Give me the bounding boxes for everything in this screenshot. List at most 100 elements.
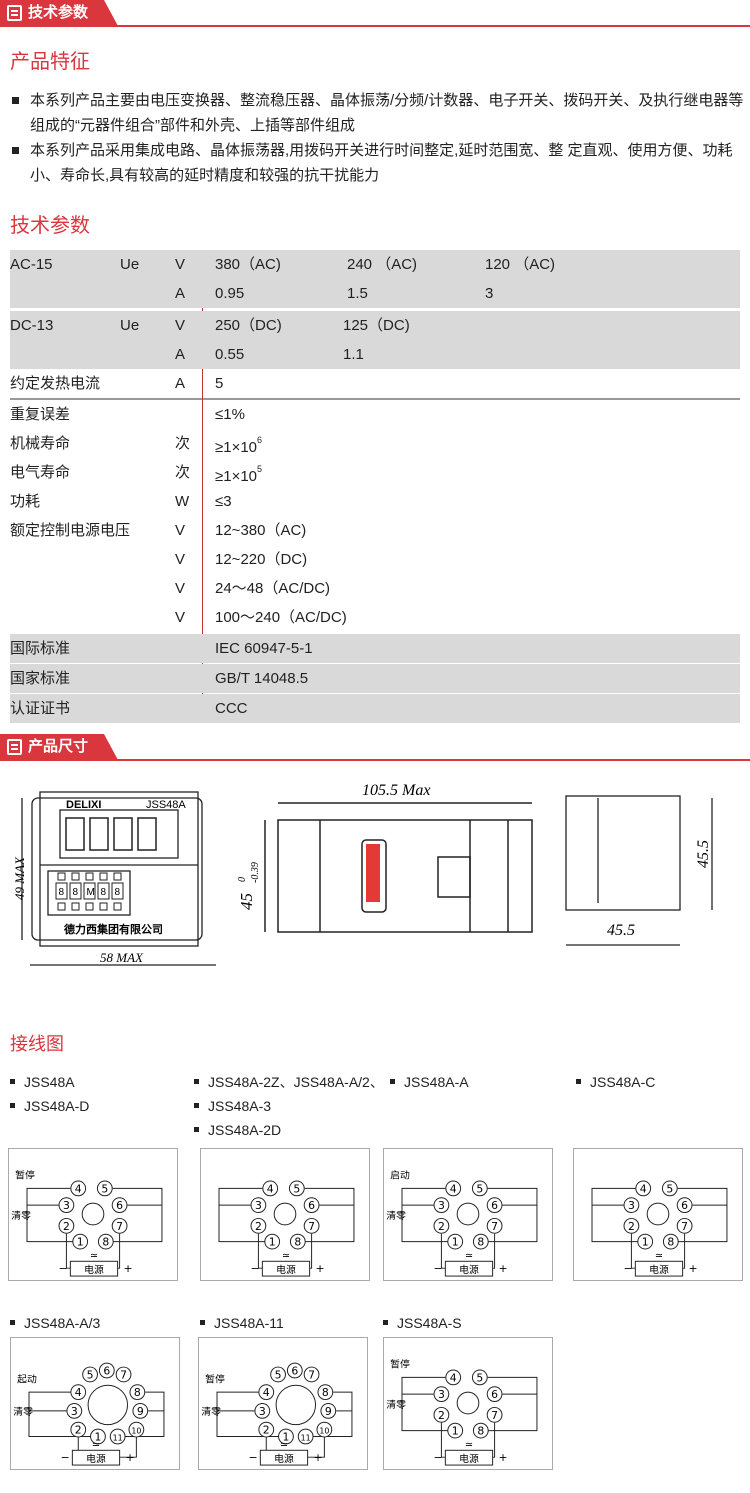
pin-4 <box>70 1180 87 1197</box>
svg-text:3: 3 <box>438 1199 445 1212</box>
model-item: JSS48A-A <box>390 1070 469 1094</box>
svg-text:≃: ≃ <box>90 1250 98 1261</box>
svg-text:≃: ≃ <box>655 1250 663 1261</box>
feature-bullet: 本系列产品采用集成电路、晶体振荡器,用拨码开关进行时间整定,延时范围宽、整 定直… <box>10 138 745 188</box>
svg-text:8: 8 <box>477 1425 484 1438</box>
svg-text:7: 7 <box>681 1220 688 1233</box>
svg-text:8: 8 <box>477 1236 484 1249</box>
square-height-dimension: 45.5 <box>695 840 712 868</box>
svg-text:5: 5 <box>293 1182 300 1195</box>
svg-text:+: + <box>126 1451 135 1464</box>
key-socket <box>87 1384 128 1426</box>
svg-text:2: 2 <box>75 1424 82 1437</box>
document-icon <box>7 5 22 21</box>
dial-digit <box>69 882 82 900</box>
svg-text:−: − <box>59 1262 68 1275</box>
svg-text:−: − <box>61 1451 70 1464</box>
pin-4 <box>445 1369 462 1386</box>
model-list: JSS48A-A/3 <box>10 1311 100 1335</box>
pin-8 <box>289 1233 306 1250</box>
table-row: 电气寿命次≥1×105 <box>10 464 263 485</box>
pin-5 <box>82 1366 98 1383</box>
features-title: 产品特征 <box>10 51 90 73</box>
switch-label: 清零 <box>13 1405 33 1418</box>
svg-text:6: 6 <box>291 1364 298 1377</box>
pin-6 <box>676 1197 693 1214</box>
svg-text:2: 2 <box>438 1409 445 1422</box>
dial-digit <box>55 882 68 900</box>
column-divider <box>202 250 203 714</box>
document-icon <box>7 739 22 755</box>
pin-6 <box>486 1197 503 1214</box>
svg-text:8: 8 <box>102 1236 109 1249</box>
svg-text:+: + <box>499 1451 508 1464</box>
pin-2 <box>433 1406 450 1423</box>
pin-3 <box>58 1197 75 1214</box>
svg-text:7: 7 <box>491 1220 498 1233</box>
table-row: 重复误差≤1% <box>10 406 245 423</box>
section-title: 技术参数 <box>28 4 89 21</box>
key-socket <box>273 1202 297 1226</box>
power-box <box>259 1449 309 1466</box>
svg-text:7: 7 <box>491 1409 498 1422</box>
key-socket <box>81 1202 105 1226</box>
plus-button <box>71 902 80 911</box>
svg-text:4: 4 <box>450 1371 457 1384</box>
svg-text:−: − <box>624 1262 633 1275</box>
brand-logo: DELIXI <box>66 799 101 811</box>
model-item: JSS48A-C <box>576 1070 655 1094</box>
svg-text:+: + <box>316 1262 325 1275</box>
model-list: JSS48A-11 <box>200 1311 284 1335</box>
model-label: JSS48A <box>146 799 186 811</box>
svg-text:6: 6 <box>103 1364 110 1377</box>
svg-text:8: 8 <box>101 887 107 898</box>
tolerance-upper: 0 <box>237 877 248 882</box>
pin-10 <box>316 1421 333 1438</box>
pin-2 <box>258 1421 275 1438</box>
pin-1 <box>90 1428 106 1445</box>
spec-title: 技术参数 <box>10 215 90 237</box>
svg-text:8: 8 <box>73 887 79 898</box>
svg-text:3: 3 <box>255 1199 262 1212</box>
switch-label: 清零 <box>386 1209 406 1222</box>
pin-1 <box>72 1233 89 1250</box>
svg-text:4: 4 <box>640 1182 647 1195</box>
svg-text:2: 2 <box>263 1424 270 1437</box>
pin-5 <box>661 1180 678 1197</box>
minus-button <box>85 872 94 881</box>
minus-button <box>99 872 108 881</box>
power-box <box>71 1449 121 1466</box>
pin-4 <box>445 1180 462 1197</box>
pin-6 <box>286 1362 303 1379</box>
svg-text:电源: 电源 <box>86 1452 106 1465</box>
svg-text:4: 4 <box>263 1386 270 1399</box>
svg-text:1: 1 <box>77 1236 84 1249</box>
pin-1 <box>637 1233 654 1250</box>
pin-7 <box>115 1366 132 1383</box>
svg-text:6: 6 <box>308 1199 315 1212</box>
pin-7 <box>676 1217 693 1234</box>
plus-button <box>113 902 122 911</box>
pin-7 <box>486 1406 503 1423</box>
switch-label: 启动 <box>390 1169 410 1182</box>
pin-3 <box>254 1403 271 1419</box>
svg-text:M: M <box>87 887 95 898</box>
model-item: JSS48A-2Z、JSS48A-A/2、 <box>194 1070 384 1094</box>
pin-6 <box>98 1362 115 1379</box>
pin-5 <box>288 1180 305 1197</box>
svg-text:1: 1 <box>269 1236 276 1249</box>
svg-text:3: 3 <box>259 1405 266 1418</box>
section-title: 产品尺寸 <box>28 738 89 755</box>
svg-text:+: + <box>124 1262 133 1275</box>
